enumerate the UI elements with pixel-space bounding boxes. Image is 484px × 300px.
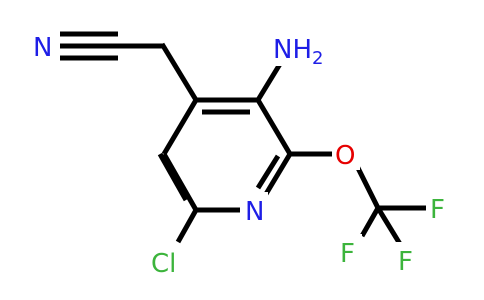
- atom-label-fluorine-3: F: [398, 247, 413, 277]
- atom-label-fluorine-1: F: [430, 195, 445, 225]
- bond-c6-chlorine: [175, 208, 199, 244]
- amino-label-main: NH: [273, 35, 312, 65]
- amino-label-subscript: 2: [312, 48, 323, 69]
- atom-label-fluorine-2: F: [340, 239, 355, 269]
- bond-c6-c5: [161, 152, 199, 212]
- atom-label-ring-n: N: [245, 197, 264, 227]
- atom-label-chlorine: Cl: [151, 249, 176, 279]
- bond-c3-amino: [255, 62, 283, 102]
- atom-labels: N NH2 N O Cl F F F: [28, 28, 452, 279]
- bond-c2-n1-inner: [255, 154, 281, 190]
- bond-oxygen-cf3: [353, 162, 381, 210]
- atom-label-oxygen: O: [335, 141, 355, 171]
- atom-label-nitrile-n: N: [33, 33, 52, 63]
- bond-cf3-f3: [375, 206, 403, 246]
- bond-c2-n1: [263, 152, 293, 196]
- bonds: [60, 31, 426, 246]
- bond-cf3-f2: [359, 206, 381, 238]
- bond-c3-c2: [255, 98, 293, 156]
- bond-ch2-c4: [159, 42, 199, 102]
- bond-c5-c4: [161, 98, 199, 156]
- bond-c6-c5-inner: [157, 152, 189, 202]
- atom-label-amino: NH2: [273, 35, 323, 69]
